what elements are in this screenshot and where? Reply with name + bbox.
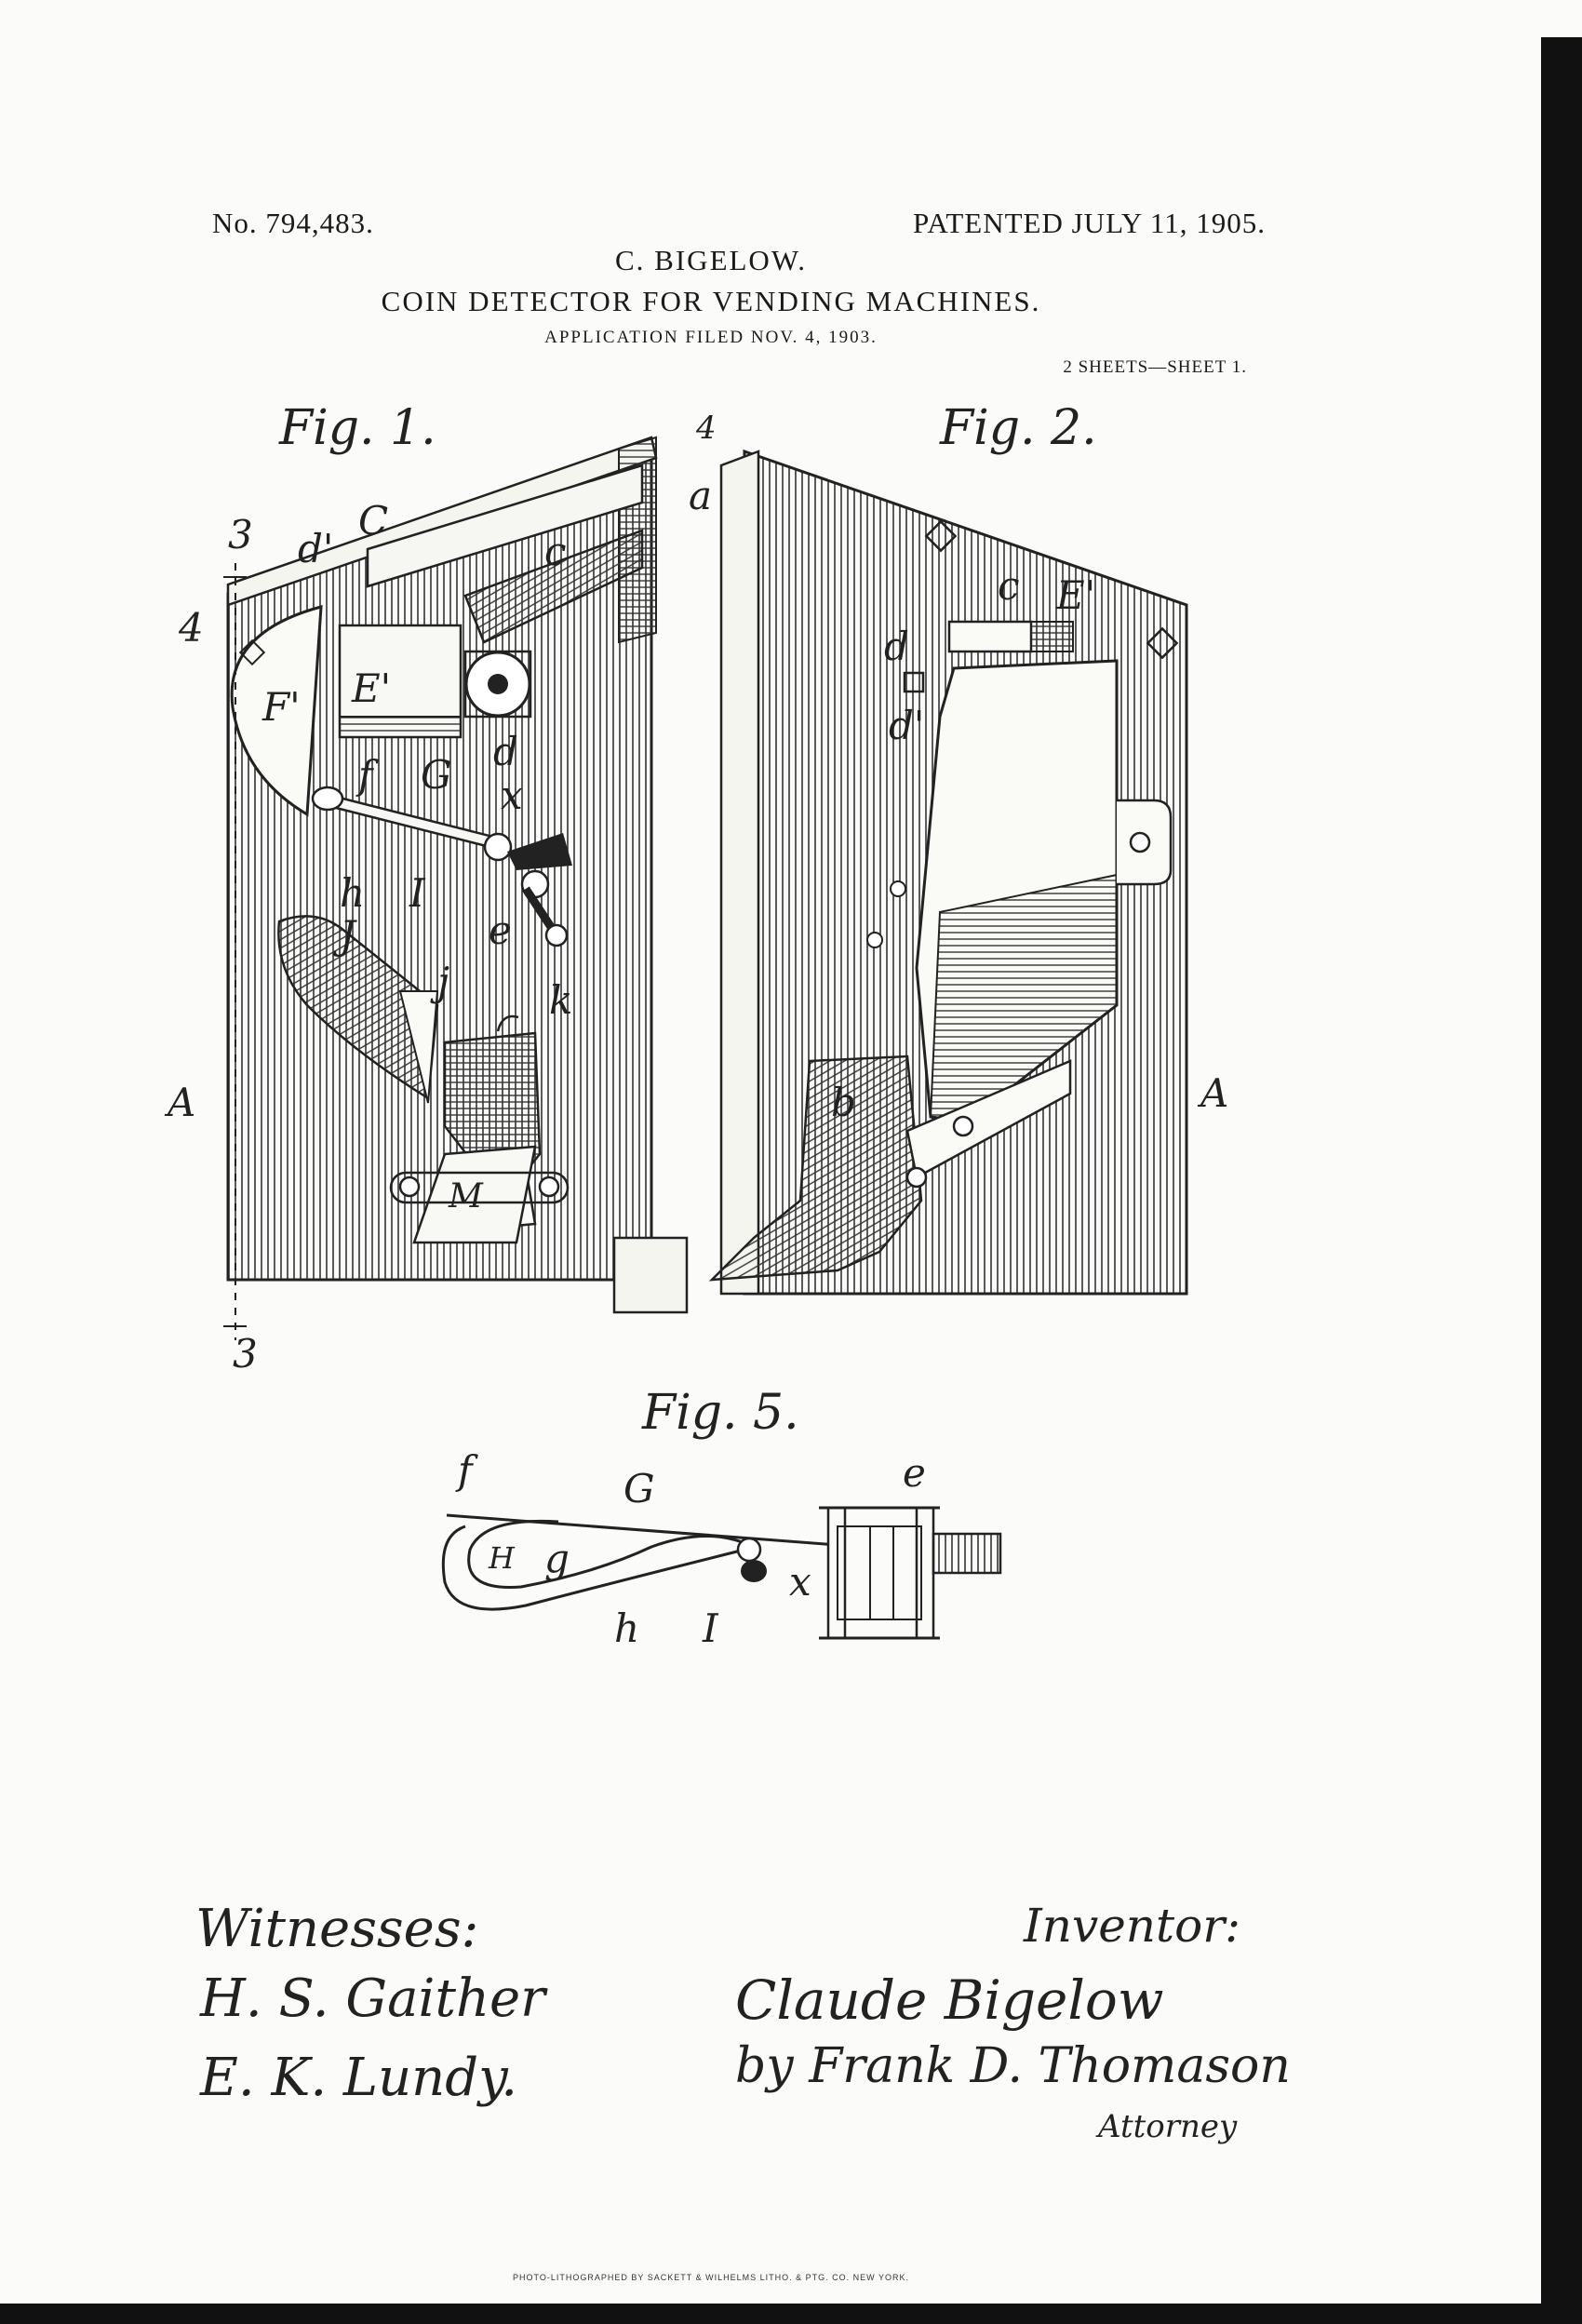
ref-C: C: [358, 498, 389, 544]
inventor-signature: Claude Bigelow: [735, 1968, 1164, 2032]
ref-I: I: [409, 870, 425, 916]
ref-M: M: [449, 1177, 483, 1216]
ref-h: h: [340, 870, 366, 916]
ref-f: f: [358, 752, 373, 798]
sheet-count: 2 SHEETS—SHEET 1.: [1063, 357, 1247, 377]
patent-title: COIN DETECTOR FOR VENDING MACHINES.: [381, 285, 1041, 317]
ref-j: j: [437, 959, 450, 1004]
ref-3-bottom: 3: [233, 1331, 258, 1377]
fig5-ref-x: x: [789, 1559, 811, 1605]
fig2-ref-b: b: [831, 1080, 856, 1125]
ref-a: a: [689, 473, 713, 518]
ref-3-top: 3: [228, 512, 253, 557]
witnesses-label: Witnesses:: [195, 1899, 479, 1959]
ref-G: G: [421, 752, 452, 798]
ref-4-top: 4: [696, 410, 717, 447]
ref-k: k: [549, 977, 573, 1023]
ref-d-prime: d': [298, 526, 334, 571]
attorney-signature: by Frank D. Thomason: [735, 2038, 1291, 2094]
witness-signature-1: H. S. Gaither: [200, 1968, 545, 2029]
ref-E-prime: E': [352, 665, 392, 711]
ref-4-left: 4: [179, 605, 204, 651]
ref-d: d: [493, 729, 518, 774]
fig1-label: Fig. 1.: [279, 400, 436, 456]
fig2-ref-E-prime: E': [1056, 572, 1096, 618]
fig2-ref-c: c: [998, 563, 1020, 609]
ref-J: J: [340, 912, 355, 958]
fig5-ref-e: e: [903, 1450, 926, 1496]
fig5-label: Fig. 5.: [642, 1385, 799, 1441]
witness-signature-2: E. K. Lundy.: [200, 2048, 518, 2108]
fig2-ref-d: d: [884, 624, 909, 669]
patented-date: PATENTED JULY 11, 1905.: [913, 207, 1266, 239]
fig2-label: Fig. 2.: [940, 400, 1097, 456]
ref-e: e: [489, 907, 512, 953]
fig5-ref-H: H: [489, 1540, 515, 1576]
printer-credit: PHOTO-LITHOGRAPHED BY SACKETT & WILHELMS…: [513, 2273, 909, 2282]
ref-F-prime: F': [262, 684, 301, 730]
fig2-ref-d-prime: d': [889, 703, 925, 748]
fig5-ref-G: G: [623, 1466, 655, 1511]
patent-number: No. 794,483.: [212, 207, 374, 239]
ref-c: c: [544, 529, 567, 574]
inventor-label: Inventor:: [1024, 1899, 1240, 1953]
fig5-ref-g: g: [544, 1536, 570, 1581]
fig5-ref-h: h: [614, 1605, 640, 1651]
scan-edge-bottom: [0, 2304, 1582, 2324]
inventor-name: C. BIGELOW.: [615, 244, 807, 276]
scan-edge-right: [1541, 37, 1582, 2324]
fig2-ref-A: A: [1200, 1070, 1229, 1116]
attorney-label: Attorney: [1098, 2108, 1238, 2145]
ref-x: x: [501, 772, 523, 818]
application-filed: APPLICATION FILED NOV. 4, 1903.: [544, 328, 878, 347]
fig5-ref-f: f: [458, 1447, 473, 1493]
fig5-ref-I: I: [703, 1605, 718, 1651]
ref-A-fig1: A: [168, 1080, 196, 1125]
